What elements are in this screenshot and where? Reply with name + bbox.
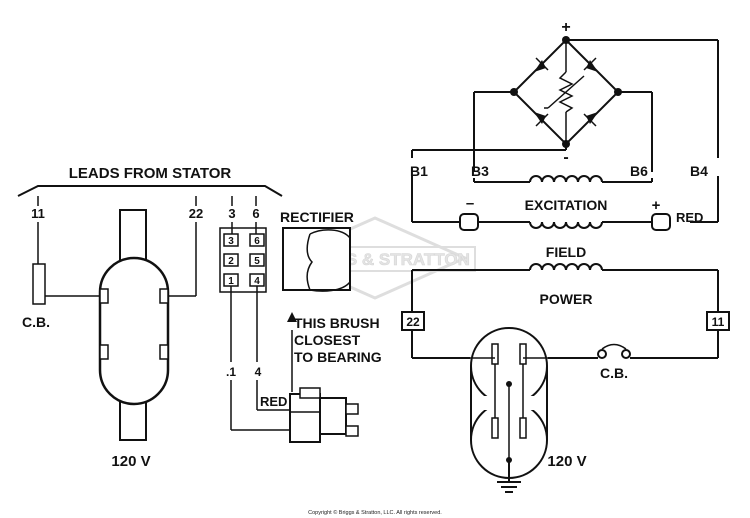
brush-red-label: RED — [260, 394, 287, 409]
terminal-3: 3 — [228, 236, 234, 247]
terminal-2: 2 — [228, 256, 234, 267]
terminal-22-label: 22 — [406, 315, 420, 329]
field-red-label: RED — [676, 210, 703, 225]
b4-label: B4 — [690, 163, 708, 179]
output-breaker — [597, 343, 631, 359]
rectifier-label: RECTIFIER — [280, 209, 354, 225]
wire-4-label: 4 — [255, 365, 262, 379]
brush-note-line-1: THIS BRUSH — [294, 315, 380, 331]
b6-label: B6 — [630, 163, 648, 179]
power-label: POWER — [540, 291, 593, 307]
stator-breaker — [32, 263, 46, 305]
output-voltage-label: 120 V — [547, 453, 586, 470]
leads-title: LEADS FROM STATOR — [69, 165, 232, 182]
diode-bottom-right — [583, 112, 598, 127]
terminal-6: 6 — [254, 236, 260, 247]
lead-22-label: 22 — [189, 206, 203, 221]
diode-top-right — [583, 57, 598, 72]
stator-breaker-label: C.B. — [22, 314, 50, 330]
diode-top-left — [534, 57, 549, 72]
terminal-11-label: 11 — [712, 315, 725, 329]
terminal-5: 5 — [254, 256, 260, 267]
field-winding — [459, 213, 671, 231]
varistor — [544, 40, 585, 144]
b1-label: B1 — [410, 163, 428, 179]
bridge-minus: - — [563, 149, 568, 166]
field-label: FIELD — [546, 244, 586, 260]
lead-11-label: 11 — [31, 206, 45, 221]
copyright-notice: Copyright © Briggs & Stratton, LLC. All … — [308, 509, 442, 516]
duplex-receptacle — [470, 327, 548, 493]
field-plus-sign: + — [652, 197, 661, 214]
excitation-label: EXCITATION — [525, 197, 608, 213]
bridge-plus: + — [561, 19, 570, 36]
terminal-4: 4 — [254, 276, 260, 287]
output-breaker-label: C.B. — [600, 365, 628, 381]
diode-bottom-left — [534, 112, 549, 127]
bridge-wiring — [411, 39, 719, 223]
brush-note-line-3: TO BEARING — [294, 349, 382, 365]
terminal-1: 1 — [228, 276, 234, 287]
bridge-rectifier: + - — [510, 19, 622, 166]
lead-3-label: 3 — [228, 206, 235, 221]
field-minus-sign: – — [466, 195, 474, 212]
rectifier-box — [282, 227, 351, 292]
excitation-winding — [529, 175, 603, 183]
terminal-block: 3 6 2 5 1 4 — [219, 227, 267, 293]
stator-voltage-label: 120 V — [111, 453, 150, 470]
stator-leads: LEADS FROM STATOR 11 22 3 6 C.B. 120 V — [17, 165, 382, 470]
brush-holder — [289, 387, 359, 443]
stator-winding — [98, 209, 170, 441]
lead-6-label: 6 — [252, 206, 259, 221]
b3-label: B3 — [471, 163, 489, 179]
wire-1-label: .1 — [226, 365, 236, 379]
brush-note-line-2: CLOSEST — [294, 332, 361, 348]
power-winding — [401, 263, 730, 359]
